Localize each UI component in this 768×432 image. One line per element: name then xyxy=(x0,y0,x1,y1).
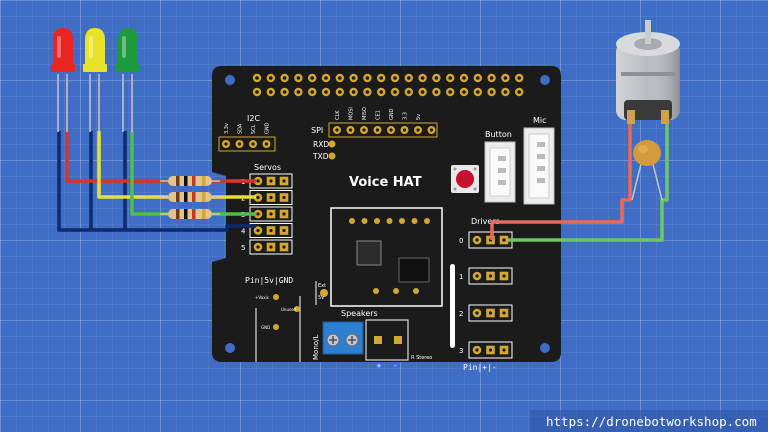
spi-pin-label: 3.3 xyxy=(403,112,409,120)
ext-label: Ext xyxy=(318,283,326,289)
drivers-label: Drivers xyxy=(471,217,500,226)
spi-pin-label: 5v xyxy=(416,114,422,120)
txd-label: TXD xyxy=(312,152,329,161)
driver-number: 1 xyxy=(459,273,463,281)
led-wiring xyxy=(57,131,256,232)
i2c-pin-label: 3.3v xyxy=(224,123,230,134)
button-label: Button xyxy=(485,130,512,139)
spi-pin-label: GND xyxy=(389,108,395,120)
driver-number: 0 xyxy=(459,237,463,245)
stereo-label: R Stereo xyxy=(411,355,432,361)
green-led xyxy=(116,28,140,132)
resistors xyxy=(160,176,220,219)
watermark: https://dronebotworkshop.com xyxy=(530,410,768,432)
speakers-label: Speakers xyxy=(341,309,378,318)
push-button[interactable] xyxy=(451,165,479,193)
i2c-label: I2C xyxy=(247,114,260,123)
leds xyxy=(51,28,140,132)
i2c-pin-label: GND xyxy=(265,122,271,134)
spi-pin-label: CLK xyxy=(335,110,341,120)
fivev-label: 5v xyxy=(318,295,324,301)
i2c-pin-label: SCL xyxy=(251,124,257,134)
board-title: Voice HAT xyxy=(349,175,422,190)
gnd-label: GND xyxy=(261,325,270,330)
red-led xyxy=(51,28,75,132)
ceramic-capacitor xyxy=(631,140,663,201)
servo-number: 5 xyxy=(241,244,245,252)
spi-pin-label: CE1 xyxy=(376,110,382,120)
mono-label: Mono/L xyxy=(312,335,320,360)
servos-header xyxy=(249,173,293,255)
spi-label: SPI xyxy=(311,126,323,135)
unused-label: Unused xyxy=(281,307,297,312)
drivers-header: 0 1 2 3 xyxy=(459,231,513,359)
gpio-header xyxy=(252,73,524,97)
drivers-footer: Pin|+|- xyxy=(463,363,497,372)
servos-label: Servos xyxy=(254,163,281,172)
i2c-header xyxy=(222,140,271,148)
servos-footer: Pin|5v|GND xyxy=(245,276,293,285)
plus-label: + xyxy=(376,362,382,370)
spi-pin-label: MOSI xyxy=(349,107,355,120)
minus-label: - xyxy=(394,362,397,370)
spi-header xyxy=(333,126,436,134)
watermark-url: https://dronebotworkshop.com xyxy=(546,414,757,429)
driver-number: 2 xyxy=(459,310,463,318)
spi-pin-label: MISO xyxy=(362,107,368,120)
driver-number: 3 xyxy=(459,347,463,355)
rxd-label: RXD xyxy=(313,140,329,149)
dc-motor xyxy=(616,20,680,124)
dsp-module xyxy=(330,207,443,307)
button-connector xyxy=(484,141,516,203)
servo-number: 4 xyxy=(241,228,246,236)
mic-connector xyxy=(523,127,555,205)
yellow-led xyxy=(83,28,107,132)
speaker-terminal-block xyxy=(322,321,364,355)
i2c-pin-label: SDA xyxy=(238,123,244,134)
mic-label: Mic xyxy=(533,116,547,125)
vaxis-label: +Vaxis xyxy=(255,295,269,300)
